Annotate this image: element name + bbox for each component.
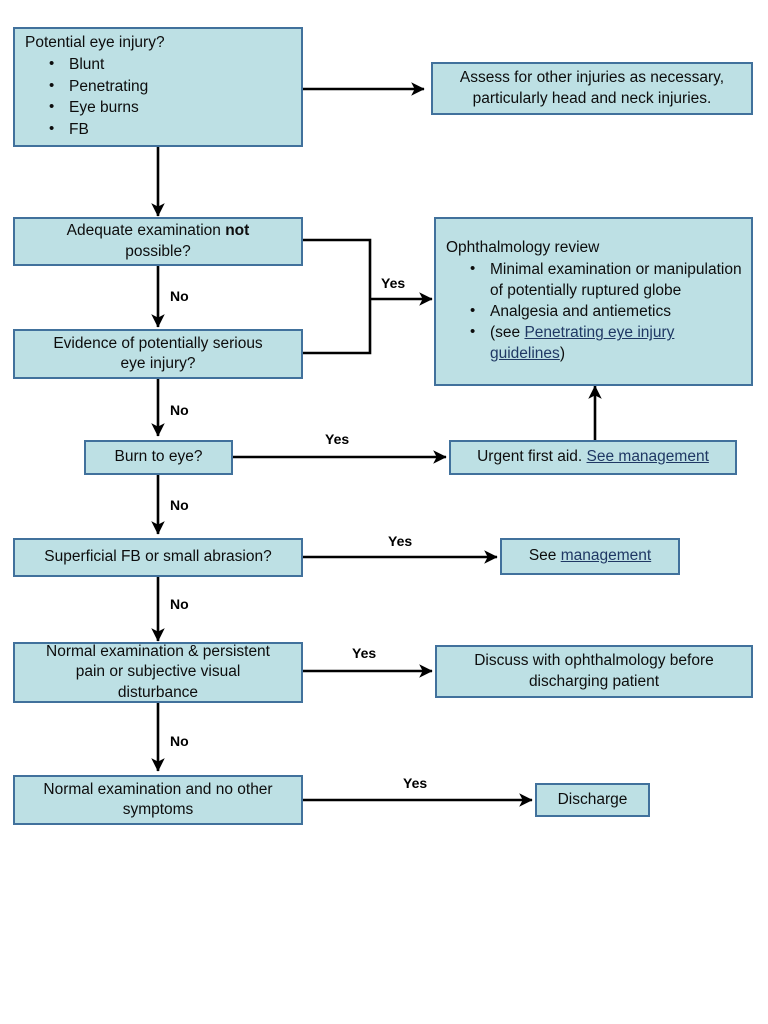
- see-suffix-text: ): [559, 344, 565, 362]
- evidence-line-1: Evidence of potentially serious: [53, 334, 263, 352]
- adequate-line-1: Adequate examination not: [61, 221, 256, 241]
- superficial-fb-label: Superficial FB or small abrasion?: [44, 548, 272, 566]
- edge-label-no-persistent: No: [170, 733, 189, 749]
- node-evidence-serious-injury[interactable]: Evidence of potentially serious eye inju…: [13, 329, 303, 379]
- persistent-line-1: Normal examination & persistent: [46, 642, 270, 660]
- node-adequate-examination[interactable]: Adequate examination not possible?: [13, 217, 303, 266]
- potential-eye-injury-heading: Potential eye injury?: [25, 33, 165, 51]
- connector-adequate-to-merge: [303, 238, 372, 299]
- link-see-management-burns[interactable]: See management: [586, 448, 709, 466]
- burn-to-eye-label: Burn to eye?: [114, 448, 203, 466]
- assess-line-1: Assess for other injuries as necessary,: [459, 69, 725, 87]
- list-item: Blunt: [49, 54, 295, 75]
- list-item: FB: [49, 119, 295, 140]
- see-management-prefix-text: See: [528, 547, 561, 565]
- edge-label-no-adequate: No: [170, 288, 189, 304]
- ophthalmology-review-bullets: Minimal examination or manipulation of p…: [436, 259, 751, 365]
- urgent-prefix-text: Urgent first aid.: [477, 448, 587, 466]
- node-normal-exam-persistent-pain[interactable]: Normal examination & persistent pain or …: [13, 642, 303, 703]
- list-item: Penetrating: [49, 76, 295, 97]
- nosymptoms-line-2: symptoms: [122, 801, 194, 818]
- adequate-text-part1: Adequate examination: [66, 222, 226, 240]
- node-see-management[interactable]: See management: [500, 538, 680, 575]
- node-assess-other-injuries[interactable]: Assess for other injuries as necessary, …: [431, 62, 753, 115]
- list-item: Minimal examination or manipulation of p…: [470, 259, 745, 301]
- discuss-line-2: discharging patient: [528, 672, 660, 690]
- link-penetrating-eye-injury-guidelines[interactable]: Penetrating eye injury guidelines: [490, 324, 675, 362]
- node-discharge[interactable]: Discharge: [535, 783, 650, 817]
- connector-evidence-to-merge: [303, 299, 372, 355]
- edge-label-yes-persistent: Yes: [352, 645, 377, 661]
- link-management[interactable]: management: [560, 547, 652, 565]
- urgent-first-aid-text: Urgent first aid. See management: [471, 447, 715, 467]
- adequate-text-bold: not: [225, 222, 250, 240]
- node-normal-exam-no-symptoms[interactable]: Normal examination and no other symptoms: [13, 775, 303, 825]
- node-superficial-fb[interactable]: Superficial FB or small abrasion?: [13, 538, 303, 577]
- node-burn-to-eye[interactable]: Burn to eye?: [84, 440, 233, 475]
- nosymptoms-line-1: Normal examination and no other: [43, 780, 273, 798]
- node-ophthalmology-review[interactable]: Ophthalmology review Minimal examination…: [434, 217, 753, 386]
- ophthalmology-review-heading: Ophthalmology review: [446, 238, 600, 256]
- evidence-line-2: eye injury?: [120, 355, 196, 372]
- node-potential-eye-injury[interactable]: Potential eye injury? Blunt Penetrating …: [13, 27, 303, 147]
- see-management-text: See management: [523, 546, 657, 566]
- list-item: Eye burns: [49, 97, 295, 118]
- see-prefix-text: (see: [490, 324, 525, 342]
- edge-label-no-burn: No: [170, 497, 189, 513]
- edge-label-no-fb: No: [170, 596, 189, 612]
- edge-label-yes-fb: Yes: [388, 533, 413, 549]
- edge-label-yes-no-symptoms: Yes: [403, 775, 428, 791]
- edge-label-yes-merge: Yes: [381, 275, 406, 291]
- adequate-line-2: possible?: [125, 242, 191, 260]
- persistent-line-3: disturbance: [117, 683, 199, 701]
- edge-label-yes-burn: Yes: [325, 431, 350, 447]
- list-item: Analgesia and antiemetics: [470, 301, 745, 322]
- edge-label-no-evidence: No: [170, 402, 189, 418]
- assess-line-2: particularly head and neck injuries.: [472, 89, 712, 107]
- discharge-label: Discharge: [557, 790, 628, 808]
- persistent-line-2: pain or subjective visual: [75, 663, 241, 681]
- list-item: (see Penetrating eye injury guidelines): [470, 322, 745, 364]
- node-discuss-with-ophthalmology[interactable]: Discuss with ophthalmology before discha…: [435, 645, 753, 698]
- node-urgent-first-aid[interactable]: Urgent first aid. See management: [449, 440, 737, 475]
- potential-eye-injury-bullets: Blunt Penetrating Eye burns FB: [15, 54, 301, 141]
- discuss-line-1: Discuss with ophthalmology before: [474, 652, 714, 670]
